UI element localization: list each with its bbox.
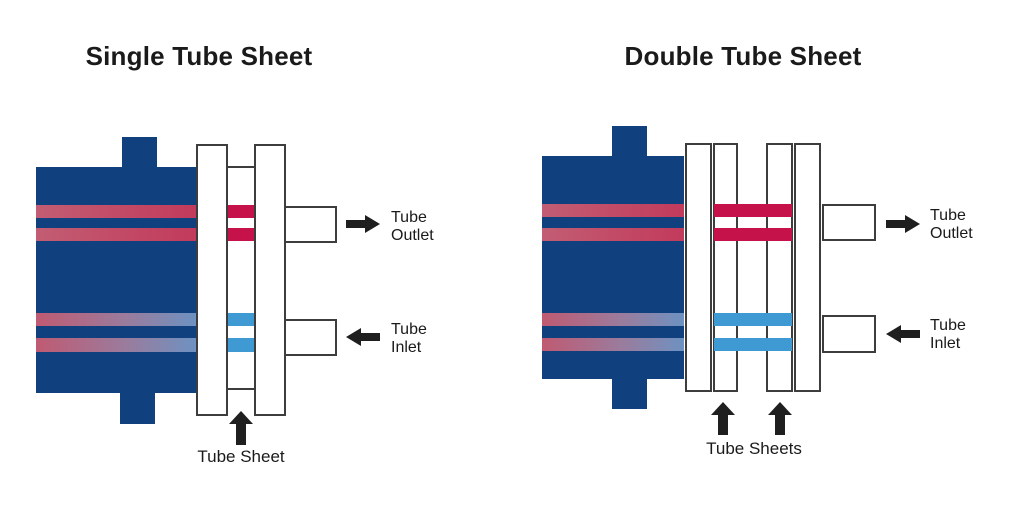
tube-cold-stripe (542, 338, 684, 351)
shell-body (36, 167, 196, 393)
arrow-up-icon (229, 411, 253, 445)
tube-sheet-caption: Tube Sheet (197, 447, 285, 466)
tube-hot-stripe (36, 205, 196, 218)
tube-cold-stripe (542, 313, 684, 326)
tube-end-hot (228, 228, 254, 241)
arrow-left-icon (346, 328, 380, 346)
arrow-left-icon (886, 325, 920, 343)
tube-outlet-label-line1: Tube (391, 209, 427, 226)
tube-outlet-label-line2: Outlet (930, 225, 973, 242)
tube-outlet-label-line2: Outlet (391, 227, 434, 244)
channel-flange-plate (794, 143, 821, 392)
inlet-nozzle (284, 319, 337, 356)
tube-outlet-label: Tube Outlet (930, 207, 973, 243)
tube-outlet-label: Tube Outlet (391, 209, 434, 245)
arrow-right-icon (886, 215, 920, 233)
channel-box (226, 166, 256, 390)
tube-cold-stripe (36, 313, 196, 326)
tube-sheets-caption: Tube Sheets (706, 439, 802, 458)
tube-end-hot (228, 205, 254, 218)
tube-cold-stripe (36, 338, 196, 352)
tube-end-cold (228, 313, 254, 326)
tube-inlet-label: Tube Inlet (930, 317, 966, 353)
tube-end-hot (714, 228, 792, 241)
tube-hot-stripe (36, 228, 196, 241)
arrow-up-icon (711, 402, 735, 435)
outlet-nozzle (822, 204, 876, 241)
shell-nozzle-top (122, 137, 157, 169)
channel-flange-plate (254, 144, 286, 416)
tube-sheet-plate-1 (713, 143, 738, 392)
tube-hot-stripe (542, 204, 684, 217)
inlet-nozzle (822, 315, 876, 353)
tube-inlet-label: Tube Inlet (391, 321, 427, 357)
shell-flange-plate (685, 143, 712, 392)
shell-nozzle-top (612, 126, 647, 157)
panel-title-single: Single Tube Sheet (85, 41, 313, 71)
outlet-nozzle (284, 206, 337, 243)
tube-end-cold (714, 313, 792, 326)
arrow-right-icon (346, 215, 380, 233)
tube-sheet-plate (196, 144, 228, 416)
tube-end-hot (714, 204, 792, 217)
panel-title-double: Double Tube Sheet (624, 41, 862, 71)
tube-inlet-label-line2: Inlet (391, 339, 422, 356)
tube-inlet-label-line1: Tube (930, 317, 966, 334)
shell-nozzle-bottom (120, 392, 155, 424)
tube-inlet-label-line2: Inlet (930, 335, 961, 352)
tube-sheet-plate-2 (766, 143, 793, 392)
tube-end-cold (714, 338, 792, 351)
arrow-up-icon (768, 402, 792, 435)
tube-inlet-label-line1: Tube (391, 321, 427, 338)
shell-nozzle-bottom (612, 378, 647, 409)
tube-end-cold (228, 338, 254, 352)
tube-hot-stripe (542, 228, 684, 241)
tube-outlet-label-line1: Tube (930, 207, 966, 224)
